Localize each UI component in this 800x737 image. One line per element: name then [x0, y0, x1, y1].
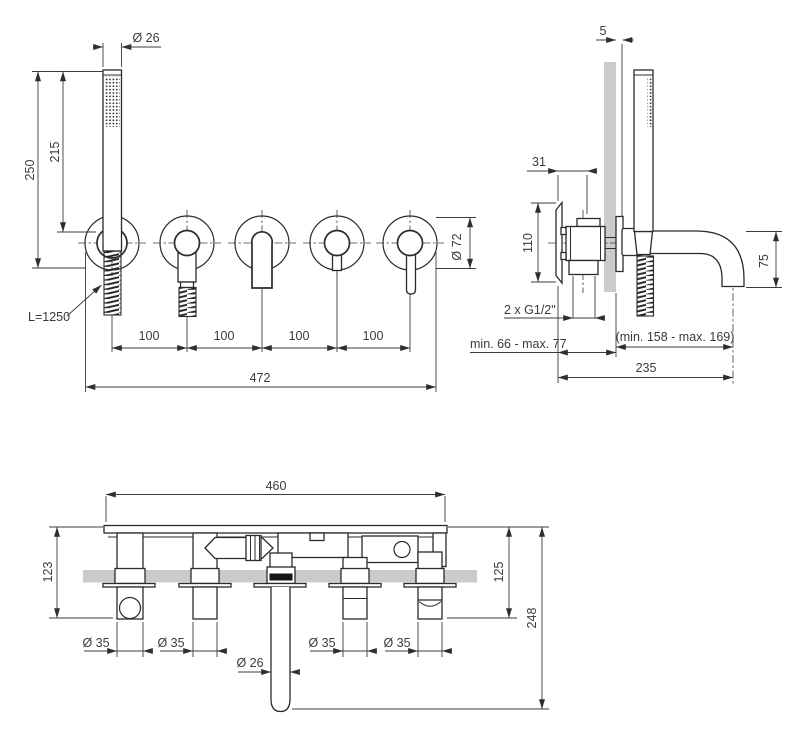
- dim-label: Ø 26: [236, 656, 263, 670]
- dim-handle-diameters: Ø 35 Ø 35 Ø 35 Ø 35: [82, 622, 452, 657]
- dim-spacings: 100 100 100 100: [111, 329, 411, 351]
- dim-label: (min. 158 - max. 169): [616, 330, 735, 344]
- mounting-plate: [103, 524, 448, 534]
- shower-holder: [621, 227, 654, 257]
- dim-hose-length: L=1250: [28, 284, 102, 324]
- mixer-lever: [396, 229, 424, 295]
- dim-label: 31: [532, 155, 546, 169]
- spout-top: [270, 587, 291, 713]
- dim-depth-right: 125: [447, 526, 549, 619]
- dim-body-setback: 31: [527, 155, 597, 214]
- dim-label: 5: [600, 24, 607, 38]
- dim-label: L=1250: [28, 310, 70, 324]
- dim-label: 125: [492, 562, 506, 583]
- dim-total-height: 250: [23, 71, 103, 269]
- top-view: 460 123 125 248 Ø 35: [41, 479, 549, 713]
- dim-label: 235: [636, 361, 657, 375]
- dim-connections: 2 x G1/2": [504, 276, 605, 321]
- wall-section: [604, 62, 616, 292]
- dim-label: 100: [363, 329, 384, 343]
- dim-spout-reach-range: (min. 158 - max. 169): [616, 330, 735, 350]
- dim-handshower-length: 215: [48, 71, 96, 233]
- dim-handshower-diameter: Ø 26: [93, 31, 161, 67]
- valve-bodies: [116, 532, 447, 572]
- hose-coil: [178, 286, 197, 318]
- rosette-flanges: [102, 582, 457, 588]
- dim-label: Ø 35: [82, 636, 109, 650]
- dim-body-height: 110: [521, 202, 556, 283]
- dim-rosette-diameter: Ø 72: [436, 217, 476, 269]
- dim-label: 123: [41, 562, 55, 583]
- dim-label: 460: [266, 479, 287, 493]
- dim-spout-drop: 75: [746, 231, 782, 288]
- front-view: Ø 26 250 215 L=1250 100 100 100 1: [23, 31, 476, 392]
- shower-nozzle-face: [104, 76, 120, 127]
- dim-label: 2 x G1/2": [504, 303, 556, 317]
- dim-label: 100: [139, 329, 160, 343]
- dim-install-depth: min. 66 - max. 77: [470, 286, 617, 383]
- hand-shower-side: [633, 69, 654, 233]
- side-view: 5 31 110 75: [470, 24, 782, 385]
- dim-label: 110: [521, 233, 535, 253]
- diverter-knob: [323, 229, 351, 272]
- dim-label: 100: [214, 329, 235, 343]
- dim-label: Ø 26: [132, 31, 159, 45]
- dim-total-width: 472: [85, 252, 437, 392]
- dim-label: 100: [289, 329, 310, 343]
- dim-plate-width: 460: [105, 479, 446, 522]
- dim-label: 472: [250, 371, 271, 385]
- dim-label: Ø 72: [450, 233, 464, 260]
- hose-outlet: [173, 229, 201, 318]
- spout-seal: [269, 573, 293, 581]
- dim-label: 215: [48, 142, 62, 163]
- dim-total-reach: 235: [557, 361, 734, 381]
- hand-shower: [96, 69, 128, 316]
- lever-paddle: [250, 230, 274, 289]
- concealed-valve-body: [555, 200, 616, 285]
- dim-label: Ø 35: [308, 636, 335, 650]
- dim-label: 250: [23, 160, 37, 181]
- dim-label: 248: [525, 608, 539, 629]
- handles-top: [116, 586, 443, 620]
- dim-label: 75: [757, 254, 771, 268]
- spout: [621, 230, 745, 288]
- hose-coil: [103, 250, 122, 316]
- dim-depth-left: 123: [41, 526, 113, 619]
- hose-coil: [636, 255, 655, 317]
- dim-label: min. 66 - max. 77: [470, 337, 567, 351]
- dim-rosette-thickness: 5: [596, 24, 634, 43]
- wall-collars: [114, 566, 445, 585]
- dim-spout-diameter: Ø 26: [236, 656, 300, 675]
- dim-total-depth: 248: [292, 526, 549, 710]
- dim-label: Ø 35: [157, 636, 184, 650]
- dim-label: Ø 35: [383, 636, 410, 650]
- shower-nozzle-face: [647, 77, 653, 127]
